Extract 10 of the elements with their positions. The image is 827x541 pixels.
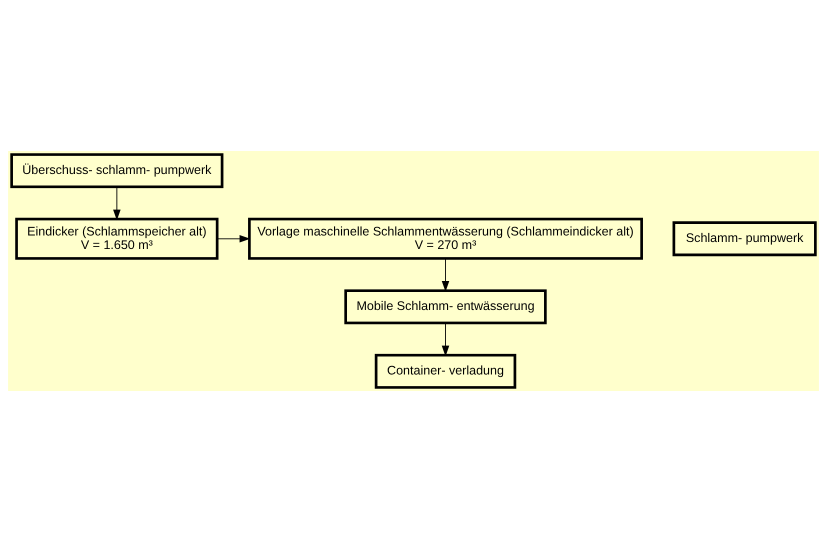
arrow <box>113 186 121 220</box>
node-box: Mobile Schlamm- entwässerung <box>344 288 547 324</box>
node-box: Überschuss- schlamm- pumpwerk <box>10 152 224 188</box>
node-box: Schlamm- pumpwerk <box>672 220 817 256</box>
arrow <box>216 234 250 242</box>
node-box: Vorlage maschinelle Schlammentwässerung (Schlammeindicker alt) V = 270 m³ <box>248 217 643 260</box>
arrow <box>442 322 450 356</box>
arrow <box>442 258 450 292</box>
node-box: Container- verladung <box>374 353 516 388</box>
node-box: Eindicker (Schlammspeicher alt) V = 1.650 m³ <box>15 217 218 260</box>
